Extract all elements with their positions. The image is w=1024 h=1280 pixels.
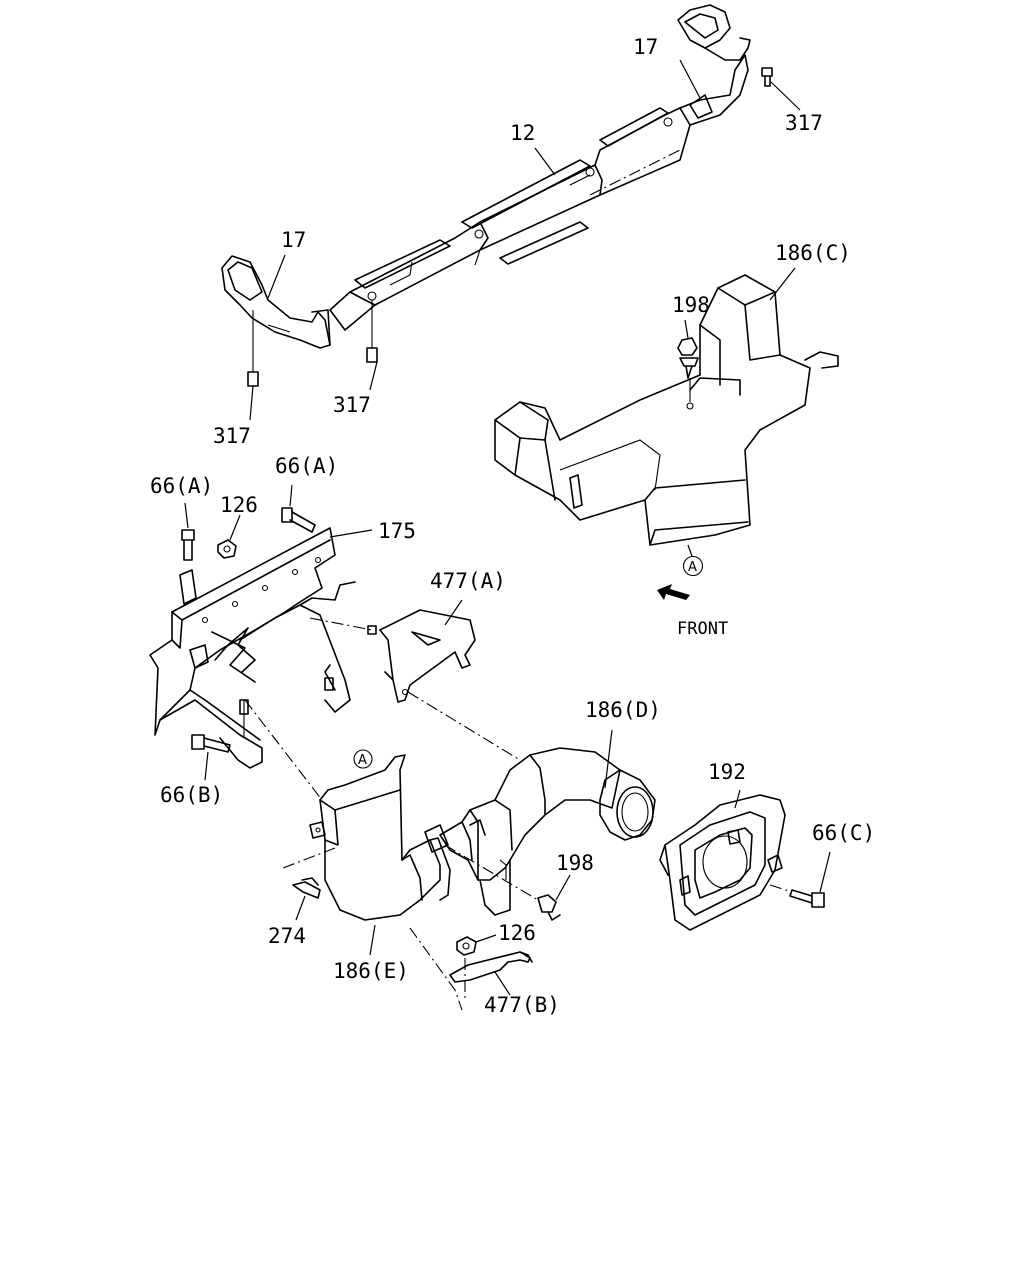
callout-198-bottom: 198 [556,851,594,875]
callout-12: 12 [510,121,535,145]
marker-a-upper: A [682,555,704,577]
callout-477B: 477(B) [484,993,560,1017]
grille-192 [659,789,786,931]
bolt-66C [769,851,831,908]
callout-477A: 477(A) [430,569,506,593]
duct-186D [424,747,656,916]
marker-a-upper-text: A [688,560,697,575]
bracket-477A [367,599,476,703]
callout-66A-left: 66(A) [150,474,213,498]
callout-198-top: 198 [672,293,710,317]
callout-66C: 66(C) [812,821,875,845]
screw-274 [292,877,321,921]
nut-126-top [217,514,241,559]
duct-186E [309,754,451,921]
screw-317-mid [366,300,378,391]
duct-17-right [677,4,751,126]
bolt-66A-right [281,484,316,533]
duct-186C [494,274,839,546]
callout-126-top: 126 [220,493,258,517]
callout-126-bottom: 126 [498,921,536,945]
bracket-175 [149,527,356,769]
marker-a-lower-text: A [358,753,367,768]
callout-186C: 186(C) [775,241,851,265]
bracket-477B [449,951,533,996]
callout-192: 192 [708,760,746,784]
marker-a-lower [353,749,373,769]
callout-317-left: 317 [213,424,251,448]
callout-186E: 186(E) [333,959,409,983]
bolt-66A-left [181,502,195,561]
callout-17-top: 17 [633,35,658,59]
nut-126-bottom [456,934,497,956]
front-arrow-icon [657,584,690,600]
callout-274: 274 [268,924,306,948]
callout-175: 175 [378,519,416,543]
callout-66A-right: 66(A) [275,454,338,478]
callout-17-left: 17 [281,228,306,252]
screw-317-top [761,67,801,111]
clip-198-bottom [537,874,571,921]
callout-186D: 186(D) [585,698,661,722]
front-label: FRONT [677,619,728,639]
callout-66B: 66(B) [160,783,223,807]
clip-198-top [677,337,699,402]
callout-317-mid: 317 [333,393,371,417]
callout-317-top: 317 [785,111,823,135]
bolt-66B [191,734,231,781]
screw-317-left [247,310,259,421]
duct-17-left [221,255,331,349]
